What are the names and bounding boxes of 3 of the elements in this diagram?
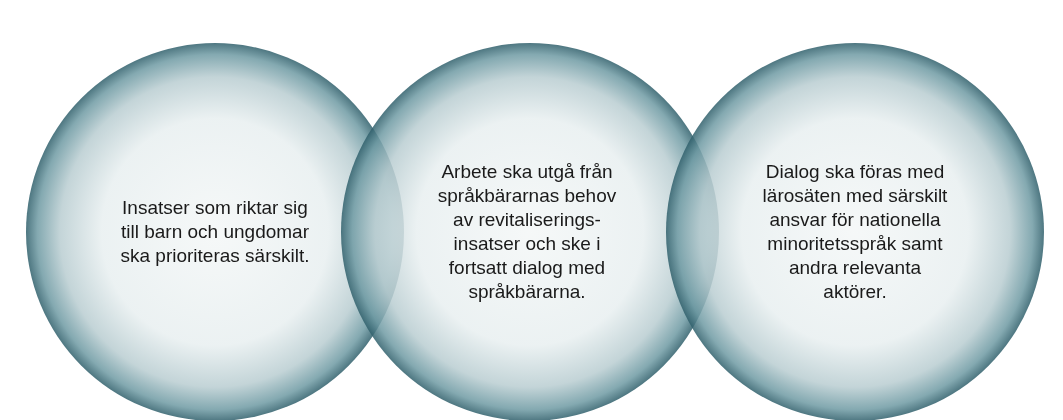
circle-text: Insatser som riktar sig till barn och ungdomar ska prioriteras särskilt. [120,196,310,268]
circle-text: Dialog ska föras med lärosäten med särskilt ansvar för nationella minoritetsspråk samt andra relevanta aktörer. [761,160,949,304]
circle-text: Arbete ska utgå från språkbärarnas behov av revitaliserings- insatser och ske i fortsatt dialog med språkbärarna. [437,160,617,304]
